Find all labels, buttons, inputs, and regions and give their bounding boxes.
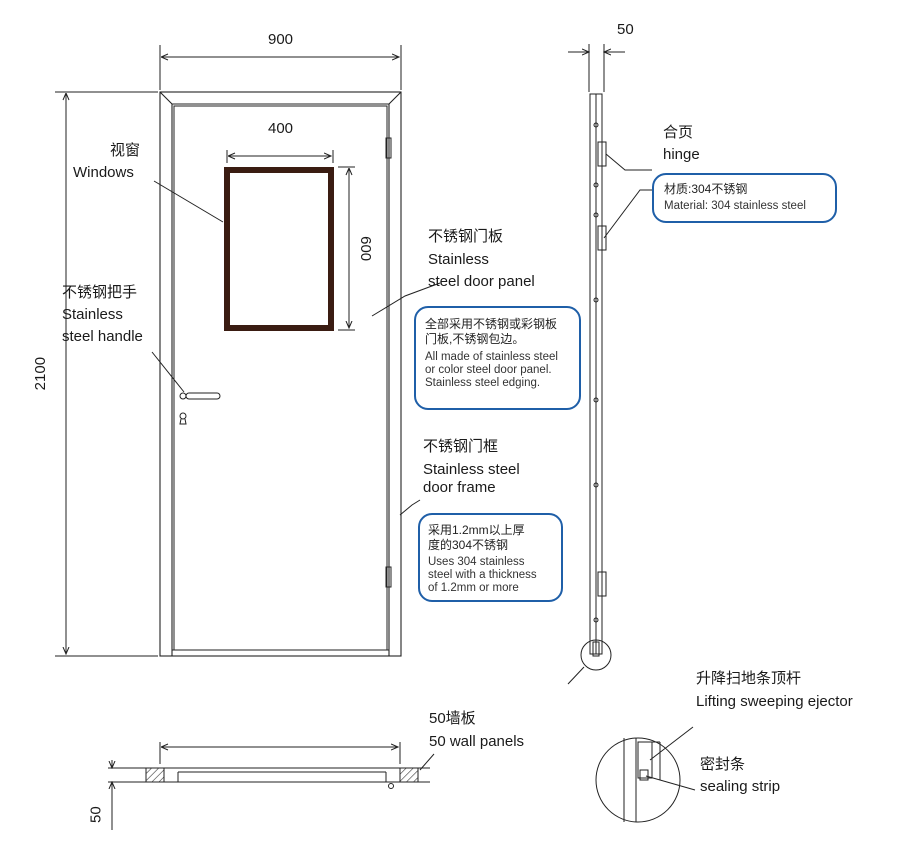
hinge-top: [385, 137, 392, 159]
frame-label-cn: 不锈钢门框: [423, 438, 499, 455]
ejector-leader: [649, 726, 694, 761]
frame-callout-line1: 采用1.2mm以上厚: [428, 523, 525, 537]
frame-callout-line5: of 1.2mm or more: [428, 582, 519, 594]
dim-400-label: 400: [268, 120, 294, 137]
dim-900-label: 900: [268, 31, 294, 48]
seal-label-en: sealing strip: [700, 778, 781, 795]
dim-50-label: 50: [617, 21, 634, 38]
window-label-en: Windows: [73, 164, 134, 181]
panel-callout-line3: All made of stainless steel: [425, 351, 558, 363]
panel-label-en1: Stainless: [428, 251, 489, 268]
wall-leader: [419, 753, 435, 771]
panel-callout-line5: Stainless steel edging.: [425, 377, 541, 389]
frame-leader: [399, 499, 421, 516]
panel-callout-line4: or color steel door panel.: [425, 364, 552, 376]
dim-600-label: 600: [357, 236, 375, 262]
handle-leader: [151, 351, 185, 393]
door-frame: [159, 91, 402, 657]
dim-2100: [55, 91, 158, 657]
window: [224, 167, 334, 331]
hinge-bottom: [385, 566, 392, 588]
hinge-leader-a: [605, 153, 652, 171]
window-leader: [153, 180, 224, 223]
panel-callout: 全部采用不锈钢或彩钢板 门板,不锈钢包边。 All made of stainl…: [414, 306, 581, 410]
wall-section: [108, 742, 435, 830]
door-panel: [173, 105, 388, 651]
hinge-callout: 材质:304不锈钢 Material: 304 stainless steel: [652, 173, 837, 223]
side-view: [567, 44, 652, 685]
wall-label-cn: 50墙板: [429, 710, 476, 727]
handle-label-en1: Stainless: [62, 306, 123, 323]
frame-callout: 采用1.2mm以上厚 度的304不锈钢 Uses 304 stainless s…: [418, 513, 563, 602]
handle: [179, 392, 221, 425]
dim-900: [159, 45, 402, 90]
handle-label-en2: steel handle: [62, 328, 143, 345]
panel-callout-line1: 全部采用不锈钢或彩钢板: [425, 317, 558, 331]
hinge-label-en: hinge: [663, 146, 700, 163]
seal-label-cn: 密封条: [700, 756, 746, 773]
wall-label-en: 50 wall panels: [429, 733, 525, 750]
handle-label-cn: 不锈钢把手: [62, 284, 138, 301]
frame-callout-line3: Uses 304 stainless: [428, 556, 525, 568]
frame-callout-line2: 度的304不锈钢: [428, 538, 509, 552]
panel-label-en2: steel door panel: [428, 273, 535, 290]
frame-callout-line4: steel with a thickness: [428, 569, 537, 581]
bottom-detail: [595, 726, 696, 823]
ejector-label-en: Lifting sweeping ejector: [696, 693, 853, 710]
frame-label-en2: door frame: [423, 479, 496, 496]
dim-wall-50-label: 50: [87, 806, 105, 823]
hinge-callout-line1: 材质:304不锈钢: [664, 182, 748, 196]
dim-2100-label: 2100: [32, 356, 50, 391]
frame-label-en1: Stainless steel: [423, 461, 520, 478]
hinge-leader-b: [603, 189, 652, 239]
window-label-cn: 视窗: [110, 142, 141, 159]
ejector-label-cn: 升降扫地条顶杆: [696, 670, 802, 687]
panel-callout-line2: 门板,不锈钢包边。: [425, 332, 525, 346]
panel-leader: [371, 282, 441, 317]
panel-label-cn: 不锈钢门板: [428, 228, 504, 245]
seal-leader: [645, 775, 696, 791]
hinge-callout-line2: Material: 304 stainless steel: [664, 200, 806, 212]
hinge-label-cn: 合页: [663, 124, 694, 141]
